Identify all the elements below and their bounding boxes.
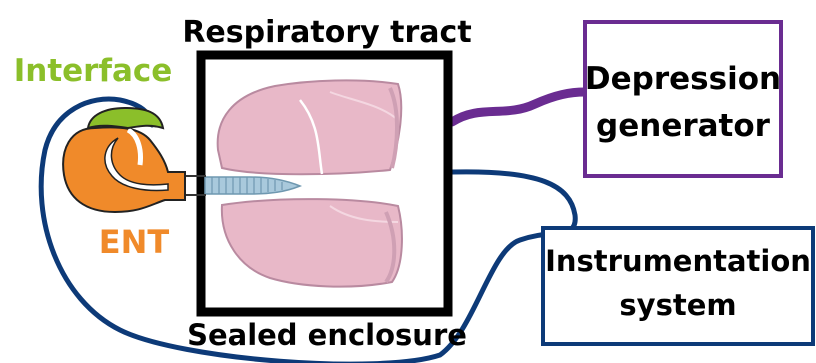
interface-shape bbox=[88, 108, 163, 128]
depression-generator-box bbox=[585, 22, 781, 176]
label-depression-generator-line1: Depression bbox=[585, 61, 781, 97]
label-instrumentation-line1: Instrumentation bbox=[545, 244, 811, 278]
label-depression-generator-line2: generator bbox=[596, 108, 771, 144]
label-instrumentation-line2: system bbox=[619, 288, 736, 322]
label-respiratory-tract: Respiratory tract bbox=[182, 15, 471, 50]
label-interface: Interface bbox=[14, 53, 173, 89]
label-sealed-enclosure: Sealed enclosure bbox=[187, 318, 467, 352]
depression-tube bbox=[452, 92, 585, 122]
label-ent: ENT bbox=[99, 223, 170, 261]
ent-shape bbox=[63, 127, 185, 212]
